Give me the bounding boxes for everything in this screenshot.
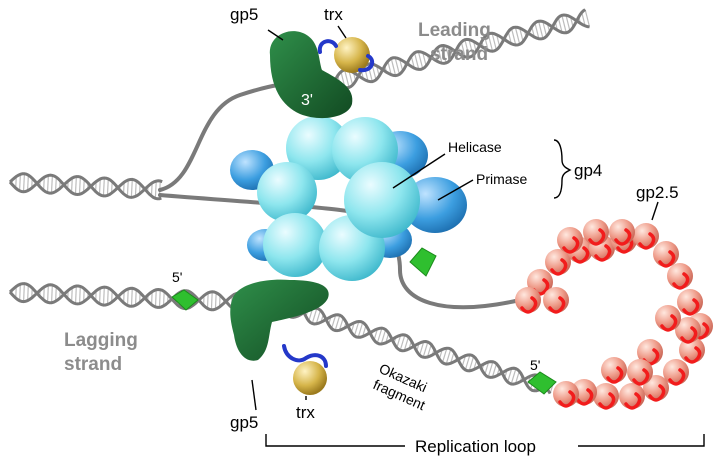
primer-helicase xyxy=(409,247,437,277)
gp2-5-sphere xyxy=(601,357,627,383)
gp2-5-sphere xyxy=(619,383,645,409)
gp5-body xyxy=(230,279,329,361)
gp2-5-tail xyxy=(548,296,566,314)
gp2-5-sphere xyxy=(583,219,609,245)
gp2-5-tail xyxy=(680,326,698,344)
helicase-subunit xyxy=(263,213,327,277)
trx-loop xyxy=(317,39,375,73)
gp2-5-sphere xyxy=(553,381,579,407)
gp2-5-tail xyxy=(682,298,700,316)
gp2-5-tail xyxy=(632,368,650,386)
gp2-5-sphere xyxy=(633,223,659,249)
gp2-5-sphere xyxy=(515,287,541,313)
gp5-bottom-label: gp5 xyxy=(230,413,258,432)
gp2-5-sphere xyxy=(627,359,653,385)
gp5-body xyxy=(269,31,353,119)
gp2-5-sphere xyxy=(667,263,693,289)
gp2-5-tail xyxy=(660,314,678,332)
gp4-helicase-primase xyxy=(230,116,467,281)
gp5-top-label: gp5 xyxy=(230,5,258,24)
gp2-5-sphere xyxy=(655,305,681,331)
gp2-5-sphere xyxy=(609,219,635,245)
gp2-5-tail xyxy=(588,228,606,246)
gp2-5-tail xyxy=(614,228,632,246)
dna-helix-lagging-left xyxy=(8,282,241,313)
trx-loop xyxy=(282,344,328,368)
three-prime-label: 3' xyxy=(301,92,313,109)
gp2-5-sphere xyxy=(653,241,679,267)
replication-loop-label: Replication loop xyxy=(415,437,536,456)
gp2-5-ssb-cluster xyxy=(515,219,713,410)
dna-helix-okazaki xyxy=(280,299,555,395)
gp4-label: gp4 xyxy=(574,161,602,180)
primer-left xyxy=(171,289,199,311)
gp2-5-tail xyxy=(606,366,624,384)
trx-bottom-label: trx xyxy=(296,403,315,422)
leading-strand-label-line1: Leading xyxy=(418,20,491,41)
gp2-5-tail xyxy=(550,258,568,276)
trx-sphere xyxy=(293,361,327,395)
primase-domain xyxy=(403,177,467,233)
gp2-5-tail xyxy=(638,232,656,250)
gp2-5-sphere xyxy=(677,289,703,315)
gp2-5-sphere xyxy=(557,227,583,253)
gp5-lagging xyxy=(230,279,329,395)
dna-helix-parental xyxy=(8,172,163,201)
gp2-5-tail xyxy=(672,272,690,290)
labels: gp5 trx Leading strand 3' Helicase Prima… xyxy=(64,5,679,456)
helicase-subunit xyxy=(257,162,317,222)
dna-helices xyxy=(8,8,591,395)
gp2-5-tail xyxy=(648,384,666,402)
leading-strand-label-line2: strand xyxy=(430,44,488,65)
gp2-5-label: gp2.5 xyxy=(636,183,679,202)
gp2-5-tail xyxy=(658,250,676,268)
helicase-label: Helicase xyxy=(448,139,502,155)
gp2-5-tail xyxy=(576,388,594,406)
gp2-5-tail xyxy=(562,236,580,254)
dna-helix-leading xyxy=(308,8,591,96)
gp2-5-tail xyxy=(572,246,590,264)
gp2-5-tail xyxy=(684,346,702,364)
gp2-5-tail xyxy=(598,392,616,410)
gp2-5-tail xyxy=(624,392,642,410)
gp2-5-sphere xyxy=(543,287,569,313)
helicase-subunit xyxy=(344,162,420,238)
trx-top-label: trx xyxy=(324,5,343,24)
gp2-5-tail xyxy=(668,368,686,386)
trx-sphere xyxy=(334,37,370,73)
gp2-5-tail xyxy=(594,244,612,262)
gp2-5-sphere xyxy=(593,383,619,409)
five-prime-right-label: 5' xyxy=(530,357,540,373)
primase-label: Primase xyxy=(476,171,528,187)
gp2-5-tail xyxy=(520,296,538,314)
leader-lines xyxy=(251,25,705,447)
primer-right xyxy=(527,371,557,395)
primer-flag xyxy=(409,247,437,277)
lagging-strand-label-line2: strand xyxy=(64,354,122,375)
gp2-5-tail xyxy=(558,390,576,408)
five-prime-left-label: 5' xyxy=(172,269,182,285)
lagging-strand-label-line1: Lagging xyxy=(64,330,138,351)
gp5-leading xyxy=(269,31,375,119)
helicase-subunit xyxy=(286,116,350,180)
